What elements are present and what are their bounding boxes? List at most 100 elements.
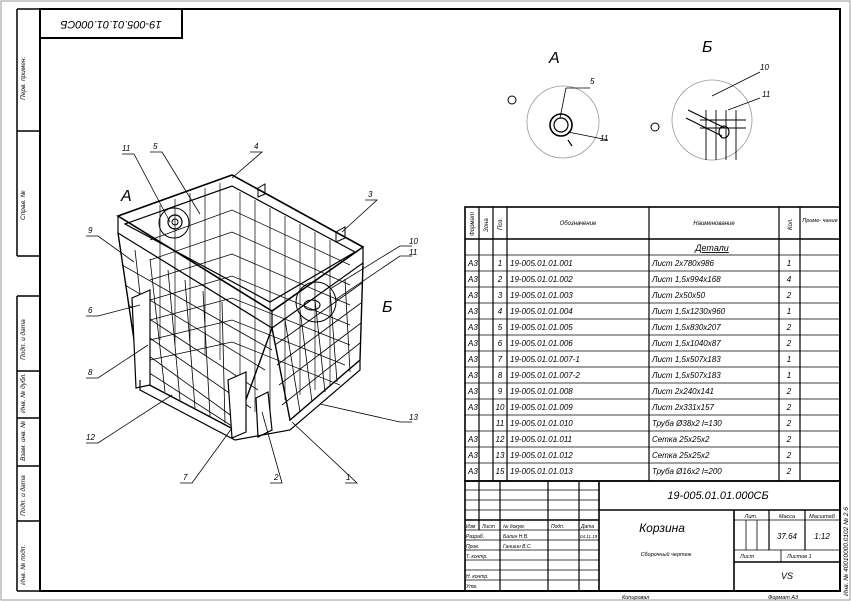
front-right-grid	[274, 278, 363, 413]
spec-hdr-pos: Поз.	[498, 218, 504, 230]
spec-cell-format: А3	[467, 307, 478, 316]
iso-callout-2: 2	[273, 473, 279, 482]
iso-callout-6: 6	[88, 306, 93, 315]
spec-cell-qty: 1	[787, 307, 791, 316]
spec-cell-designation: 19-005.01.01.007-2	[510, 371, 580, 380]
spec-hdr-name: Наименование	[693, 221, 735, 227]
tb-hdr-izm: Изм	[466, 524, 476, 530]
spec-hdr-qty: Кол.	[788, 218, 794, 230]
view-b-callout-10: 10	[760, 63, 769, 72]
basket-isometric	[116, 174, 365, 441]
tb-razrab: Разраб.	[466, 534, 484, 540]
side-label-podp1: Подп. и дата	[19, 319, 27, 360]
spec-cell-format: А3	[467, 403, 478, 412]
right-side-inv: Инв. № 40010000.0102 № 2.6	[843, 507, 850, 596]
view-a-detail	[507, 85, 609, 159]
title-block-text: 19-005.01.01.000СБ Корзина Сборочный чер…	[466, 490, 836, 590]
spec-cell-designation: 19-005.01.01.004	[510, 307, 573, 316]
spec-cell-format: А3	[467, 259, 478, 268]
spec-cell-format: А3	[467, 371, 478, 380]
side-label-inv-dubl: Инв. № дубл.	[19, 373, 27, 413]
spec-cell-designation: 19-005.01.01.001	[510, 259, 573, 268]
spec-cell-name: Лист 1,5х1230х960	[651, 307, 726, 316]
spec-hdr-format: Формат	[470, 212, 476, 236]
footer-copied: Копировал	[622, 595, 649, 601]
spec-cell-format: А3	[467, 323, 478, 332]
iso-callout-1: 1	[346, 473, 350, 482]
spec-cell-designation: 19-005.01.01.009	[510, 403, 573, 412]
view-b-callout-11: 11	[762, 90, 770, 99]
spec-cell-name: Сетка 25х25х2	[652, 451, 710, 460]
tb-hdr-doc: № докум.	[503, 524, 525, 530]
tb-razrab-name: Балин Н.В.	[503, 534, 528, 540]
iso-view-circles	[158, 207, 337, 323]
spec-cell-name: Труба Ø16х2 l=200	[652, 467, 722, 476]
iso-callout-4: 4	[254, 142, 259, 151]
spec-cell-name: Лист 2х331х157	[651, 403, 715, 412]
view-a-callout-11: 11	[600, 134, 608, 143]
spec-cell-name: Сетка 25х25х2	[652, 435, 710, 444]
spec-cell-designation: 19-005.01.01.010	[510, 419, 573, 428]
tb-date-small: 04.11.19	[580, 534, 598, 539]
spec-cell-qty: 1	[787, 355, 791, 364]
spec-cell-name: Лист 1,5х1040х87	[651, 339, 721, 348]
spec-cell-qty: 2	[786, 451, 792, 460]
spec-cell-designation: 19-005.01.01.003	[510, 291, 573, 300]
view-a-title: А	[548, 50, 560, 67]
spec-cell-qty: 1	[787, 371, 791, 380]
spec-cell-qty: 2	[786, 323, 792, 332]
side-label-podp2: Подп. и дата	[19, 475, 27, 516]
tb-sheet-label: Лист	[739, 554, 755, 560]
spec-cell-pos: 2	[497, 275, 503, 284]
back-grid	[149, 183, 351, 420]
side-label-inv-podp: Инв. № подп.	[19, 545, 27, 585]
spec-cell-designation: 19-005.01.01.013	[510, 467, 573, 476]
spec-cell-designation: 19-005.01.01.011	[510, 435, 572, 444]
spec-cell-pos: 1	[498, 259, 502, 268]
spec-cell-format: А3	[467, 451, 478, 460]
spec-cell-designation: 19-005.01.01.006	[510, 339, 573, 348]
footer-format: Формат А3	[768, 595, 799, 601]
spec-cell-designation: 19-005.01.01.005	[510, 323, 573, 332]
iso-callout-11b: 11	[409, 248, 417, 257]
iso-leaders	[86, 151, 412, 484]
spec-header: Формат Зона Поз. Обозначение Наименовани…	[470, 212, 838, 236]
side-labels: Перв. примен. Справ. № Подп. и дата Инв.…	[19, 57, 27, 585]
spec-cell-format: А3	[467, 435, 478, 444]
view-b-detail	[650, 71, 761, 161]
top-code-mirrored: 19-005.01.01.000СБ	[60, 18, 161, 30]
left-side-strip	[16, 8, 40, 592]
tb-hdr-date: Дата	[580, 524, 594, 530]
tb-scale-value: 1:12	[814, 532, 830, 541]
spec-cell-format: А3	[467, 275, 478, 284]
spec-cell-pos: 8	[498, 371, 503, 380]
spec-hdr-designation: Обозначение	[560, 221, 597, 227]
spec-cell-pos: 3	[498, 291, 503, 300]
spec-cell-qty: 2	[786, 419, 792, 428]
spec-cell-qty: 2	[786, 291, 792, 300]
spec-hdr-note: Приме- чание	[802, 218, 837, 224]
spec-cell-format: А3	[467, 387, 478, 396]
tb-scale-label: Масштаб	[809, 514, 836, 520]
spec-cell-pos: 6	[498, 339, 503, 348]
spec-cell-pos: 7	[498, 355, 503, 364]
tb-mass-label: Масса	[779, 514, 795, 520]
iso-callout-9: 9	[88, 226, 93, 235]
iso-marker-a: А	[120, 188, 132, 205]
spec-cell-name: Лист 2х50х50	[651, 291, 706, 300]
spec-cell-name: Лист 1,5х507х183	[651, 355, 721, 364]
iso-callout-8: 8	[88, 368, 93, 377]
iso-callout-13: 13	[409, 413, 418, 422]
spec-cell-designation: 19-005.01.01.008	[510, 387, 573, 396]
spec-cell-qty: 2	[786, 435, 792, 444]
iso-callout-labels: 11 5 4 3 9 10 11 6 8 12 7 2 1 13	[86, 142, 418, 482]
iso-marker-b: Б	[382, 299, 392, 316]
